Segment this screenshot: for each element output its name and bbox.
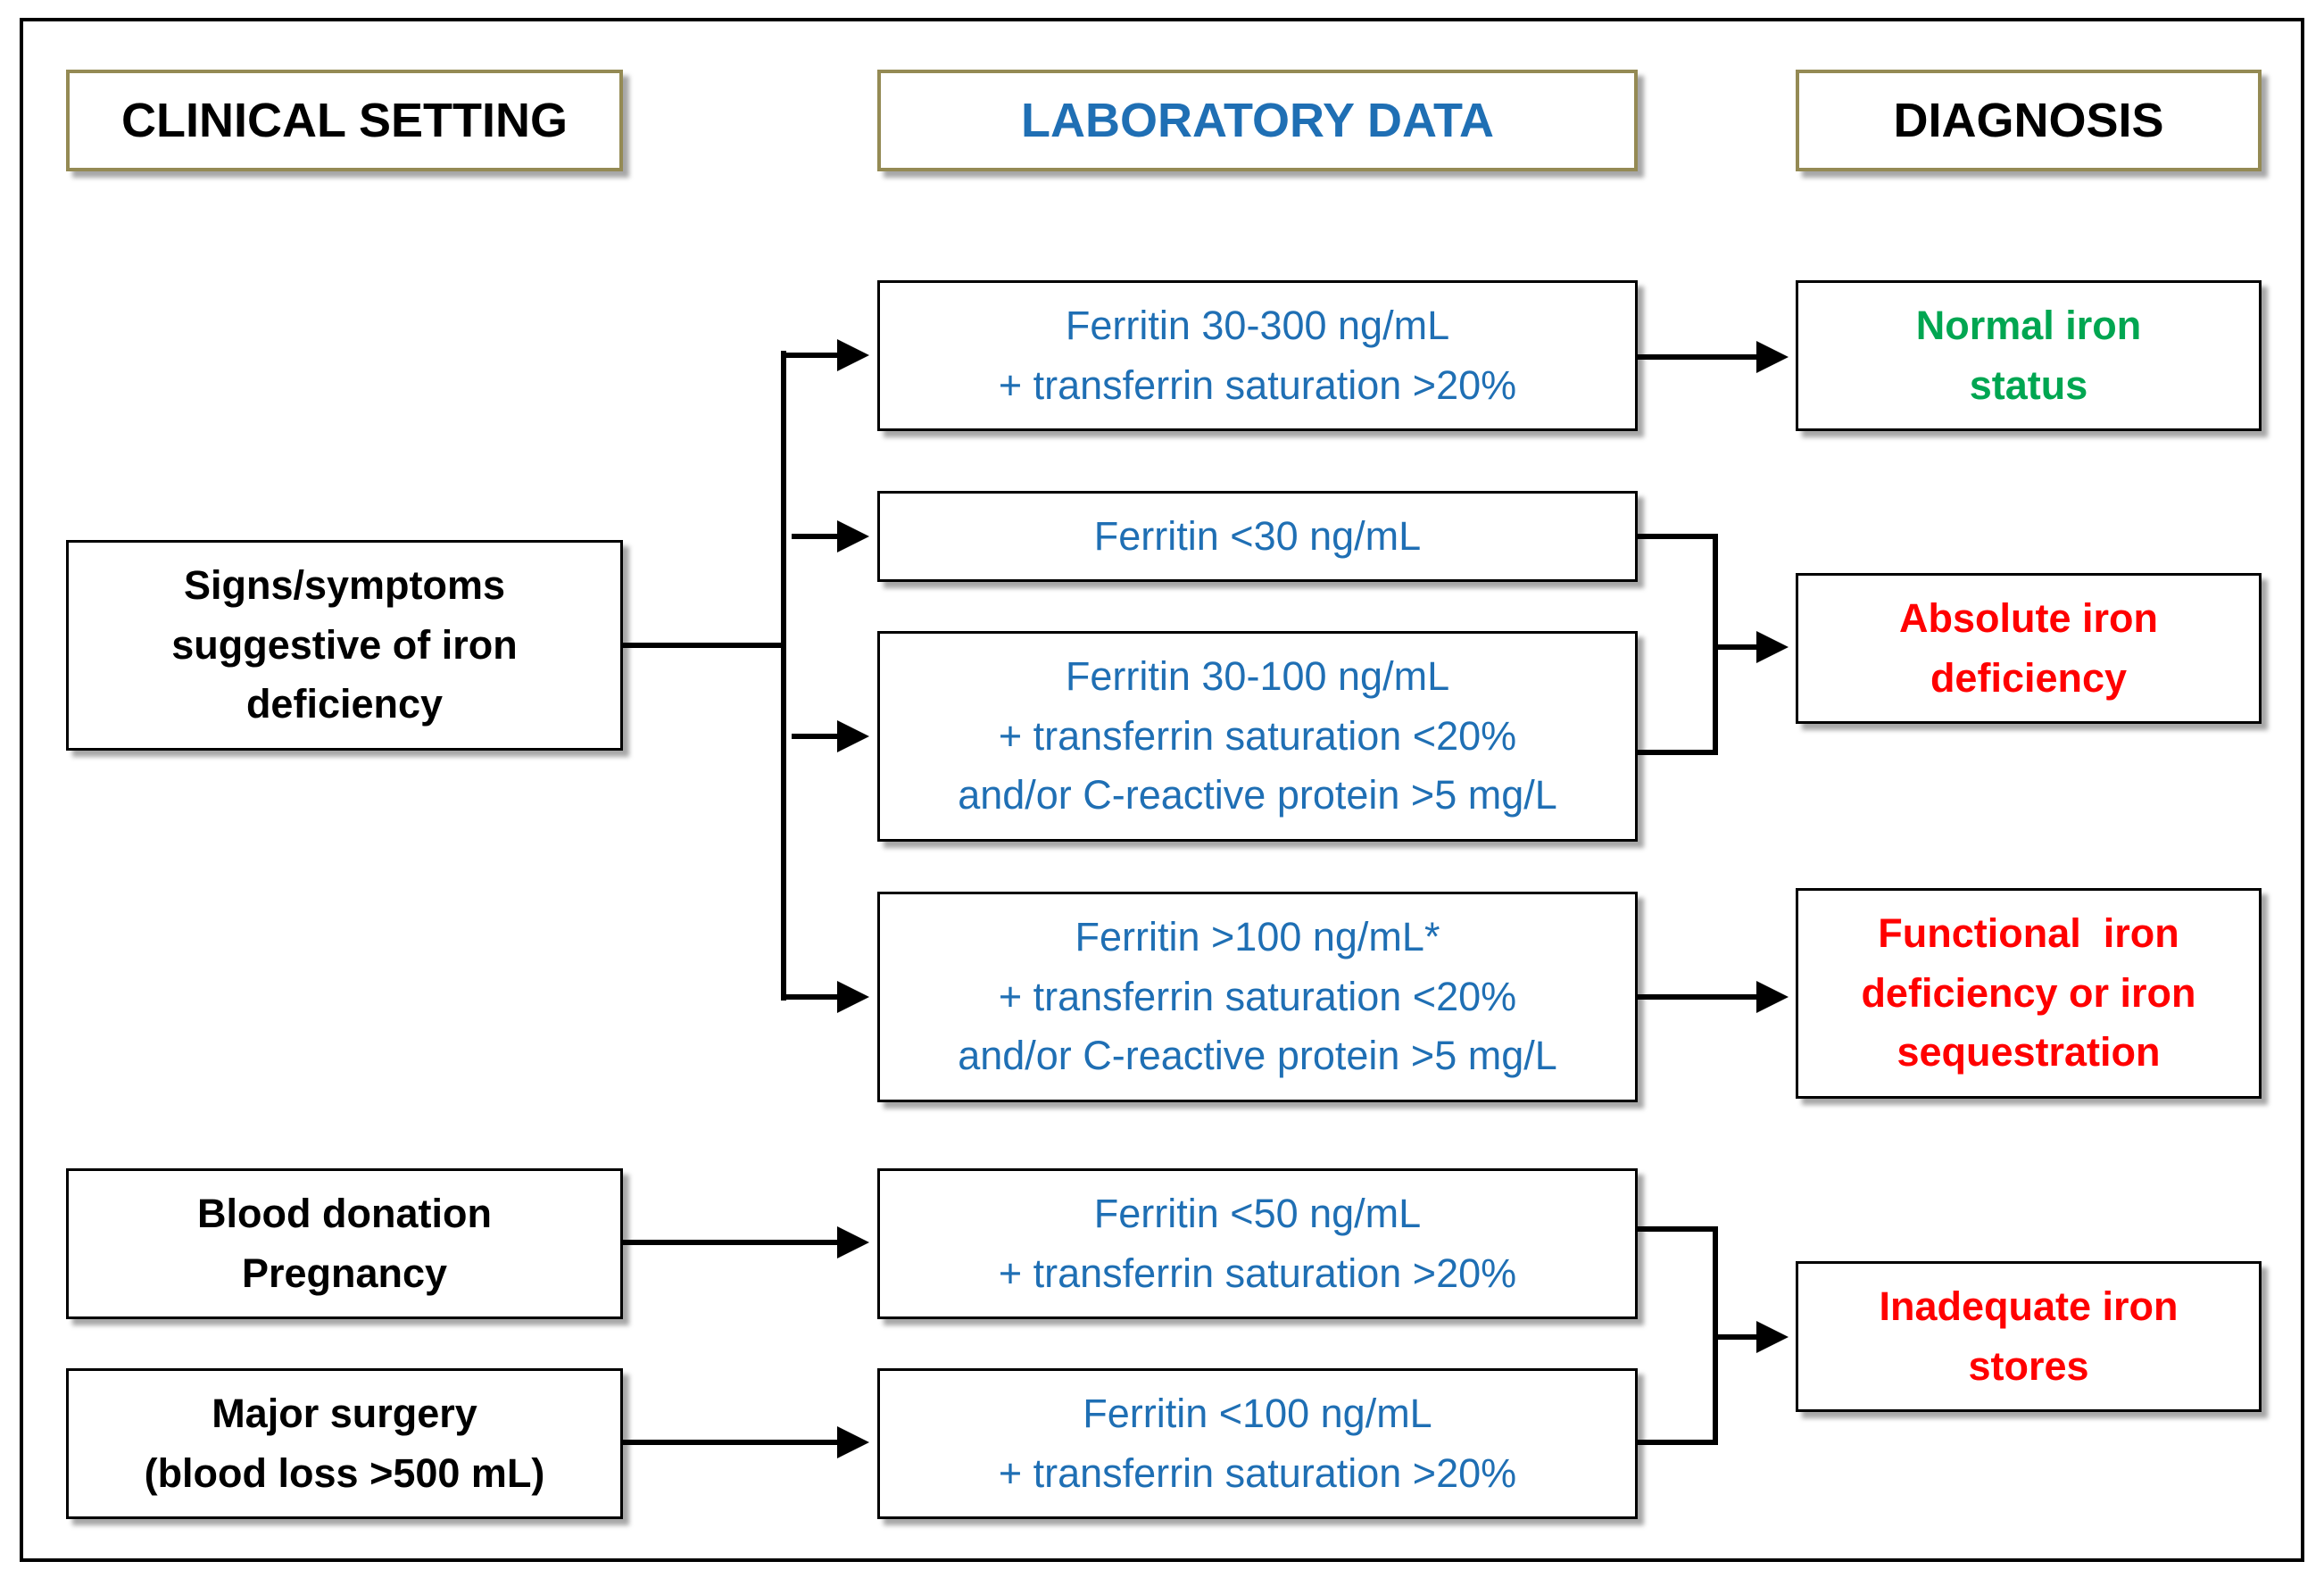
setting-signs-line-1: Signs/symptoms xyxy=(183,562,506,609)
diagnosis-absolute-line-2: deficiency xyxy=(1930,654,2128,701)
diagnosis-inadequate-line-2: stores xyxy=(1968,1342,2089,1389)
header-clinical-setting-label: CLINICAL SETTING xyxy=(120,94,568,147)
diagnosis-functional-iron-deficiency: Functional iron deficiency or iron seque… xyxy=(1796,888,2262,1099)
setting-surgery-line-1: Major surgery xyxy=(212,1390,477,1436)
lab-ferritin-30-100-line-2: + transferrin saturation <20% xyxy=(998,712,1517,759)
header-diagnosis: DIAGNOSIS xyxy=(1796,70,2262,171)
setting-blood-donation-pregnancy: Blood donation Pregnancy xyxy=(66,1168,623,1319)
lab-ferritin-gt-100-line-3: and/or C-reactive protein >5 mg/L xyxy=(958,1033,1557,1079)
bracket-absolute-deficiency xyxy=(1635,534,1718,755)
lab-ferritin-30-100-line-3: and/or C-reactive protein >5 mg/L xyxy=(958,772,1557,818)
diagnosis-functional-line-2: deficiency or iron xyxy=(1861,969,2196,1016)
header-laboratory-data-label: LABORATORY DATA xyxy=(1021,94,1494,147)
setting-signs-line-2: suggestive of iron xyxy=(171,621,518,668)
diagnosis-normal-iron-status: Normal iron status xyxy=(1796,280,2262,431)
lab-ferritin-lt-50-line-2: + transferrin saturation >20% xyxy=(998,1250,1517,1296)
diagnosis-inadequate-line-1: Inadequate iron xyxy=(1879,1283,2179,1329)
lab-ferritin-30-300-line-2: + transferrin saturation >20% xyxy=(998,361,1517,408)
lab-ferritin-gt-100-line-1: Ferritin >100 ng/mL* xyxy=(1075,914,1440,960)
setting-signs-symptoms: Signs/symptoms suggestive of iron defici… xyxy=(66,540,623,751)
header-laboratory-data: LABORATORY DATA xyxy=(877,70,1638,171)
lab-ferritin-30-300: Ferritin 30-300 ng/mL + transferrin satu… xyxy=(877,280,1638,431)
lab-ferritin-lt-30: Ferritin <30 ng/mL xyxy=(877,491,1638,582)
diagnosis-absolute-line-1: Absolute iron xyxy=(1899,594,2158,641)
lab-ferritin-lt-100: Ferritin <100 ng/mL + transferrin satura… xyxy=(877,1368,1638,1519)
diagnosis-normal-line-2: status xyxy=(1969,361,2088,408)
diagnosis-functional-line-3: sequestration xyxy=(1897,1029,2161,1076)
diagnosis-normal-line-1: Normal iron xyxy=(1915,302,2142,348)
diagnosis-absolute-iron-deficiency: Absolute iron deficiency xyxy=(1796,573,2262,724)
header-clinical-setting: CLINICAL SETTING xyxy=(66,70,623,171)
lab-ferritin-30-100: Ferritin 30-100 ng/mL + transferrin satu… xyxy=(877,631,1638,842)
lab-ferritin-lt-50-line-1: Ferritin <50 ng/mL xyxy=(1093,1190,1422,1236)
lab-ferritin-lt-100-line-2: + transferrin saturation >20% xyxy=(998,1449,1517,1496)
header-diagnosis-label: DIAGNOSIS xyxy=(1893,94,2164,147)
diagnosis-functional-line-1: Functional iron xyxy=(1878,910,2179,957)
lab-ferritin-30-300-line-1: Ferritin 30-300 ng/mL xyxy=(1065,302,1450,348)
lab-ferritin-lt-30-line-1: Ferritin <30 ng/mL xyxy=(1093,512,1422,559)
setting-major-surgery: Major surgery (blood loss >500 mL) xyxy=(66,1368,623,1519)
bracket-inadequate-stores xyxy=(1635,1226,1718,1445)
lab-ferritin-lt-50: Ferritin <50 ng/mL + transferrin saturat… xyxy=(877,1168,1638,1319)
setting-donation-line-1: Blood donation xyxy=(197,1190,492,1236)
diagnosis-inadequate-iron-stores: Inadequate iron stores xyxy=(1796,1261,2262,1412)
lab-ferritin-lt-100-line-1: Ferritin <100 ng/mL xyxy=(1083,1390,1432,1436)
setting-surgery-line-2: (blood loss >500 mL) xyxy=(144,1449,545,1496)
setting-signs-line-3: deficiency xyxy=(245,681,444,727)
lab-ferritin-30-100-line-1: Ferritin 30-100 ng/mL xyxy=(1065,653,1450,700)
lab-ferritin-gt-100-line-2: + transferrin saturation <20% xyxy=(998,973,1517,1019)
setting-donation-line-2: Pregnancy xyxy=(241,1250,448,1296)
